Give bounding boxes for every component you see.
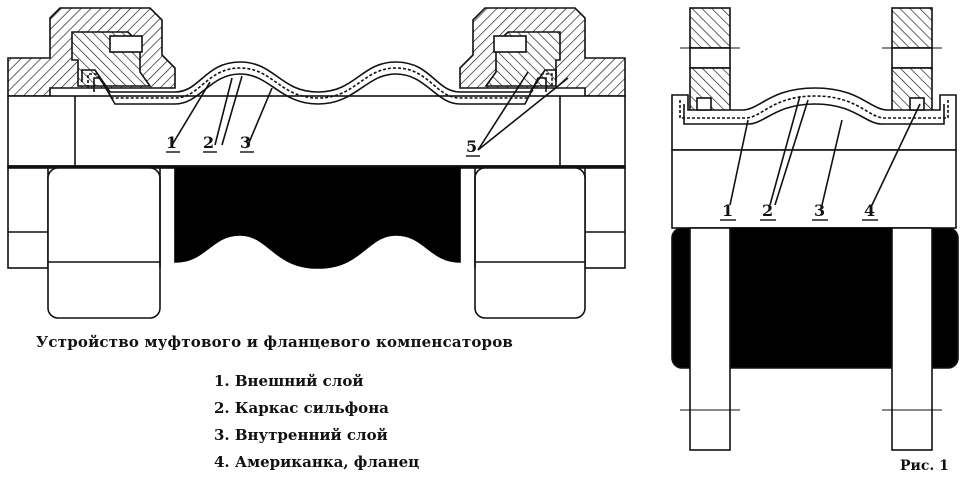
flange-right-leg [891, 227, 933, 451]
left-callout-1: 1 [166, 133, 177, 152]
right-rubber-core [729, 227, 893, 333]
flange-left-top [689, 7, 731, 49]
bellows-inner [93, 73, 547, 105]
right-callout-2: 2 [762, 201, 773, 220]
left-flange-right [474, 167, 586, 319]
diagram-title: Устройство муфтового и фланцевого компен… [36, 333, 514, 351]
right-ring-white [493, 35, 527, 53]
right-bellows-inner [683, 103, 945, 125]
compensators-diagram: 1 2 3 5 [7, 7, 959, 451]
left-rubber-core [174, 167, 461, 269]
right-body [671, 149, 957, 229]
bolt-left [696, 97, 712, 111]
legend-item: 3. Внутренний слой [214, 426, 388, 444]
left-flange-left [47, 167, 161, 319]
bolt-right [909, 97, 925, 111]
figure-label: Рис. 1 [900, 458, 949, 474]
left-callout-5: 5 [466, 137, 477, 156]
right-callout-3: 3 [814, 201, 825, 220]
right-callout-1: 1 [722, 201, 733, 220]
left-ring-white [109, 35, 143, 53]
legend-list: 1. Внешний слой 2. Каркас сильфона 3. Вн… [214, 372, 419, 480]
legend-item: 4. Американка, фланец [214, 453, 420, 471]
flange-right-mid [891, 47, 933, 69]
flange-compensator [671, 7, 959, 451]
bellows-outer [81, 61, 557, 93]
coupling-compensator [7, 7, 626, 319]
left-callout-3: 3 [240, 133, 251, 152]
legend-item: 1. Внешний слой [214, 372, 364, 390]
left-pipe-right [584, 167, 626, 269]
right-bellows-mid [679, 95, 949, 119]
left-pipe-left [7, 167, 49, 269]
left-body-outline [7, 95, 626, 167]
flange-left-mid [689, 47, 731, 69]
flange-right-top [891, 7, 933, 49]
bellows-mid [87, 67, 553, 99]
left-callout-2: 2 [203, 133, 214, 152]
right-callout-4: 4 [864, 201, 875, 220]
legend-item: 2. Каркас сильфона [214, 399, 389, 417]
flange-left-leg [689, 227, 731, 451]
